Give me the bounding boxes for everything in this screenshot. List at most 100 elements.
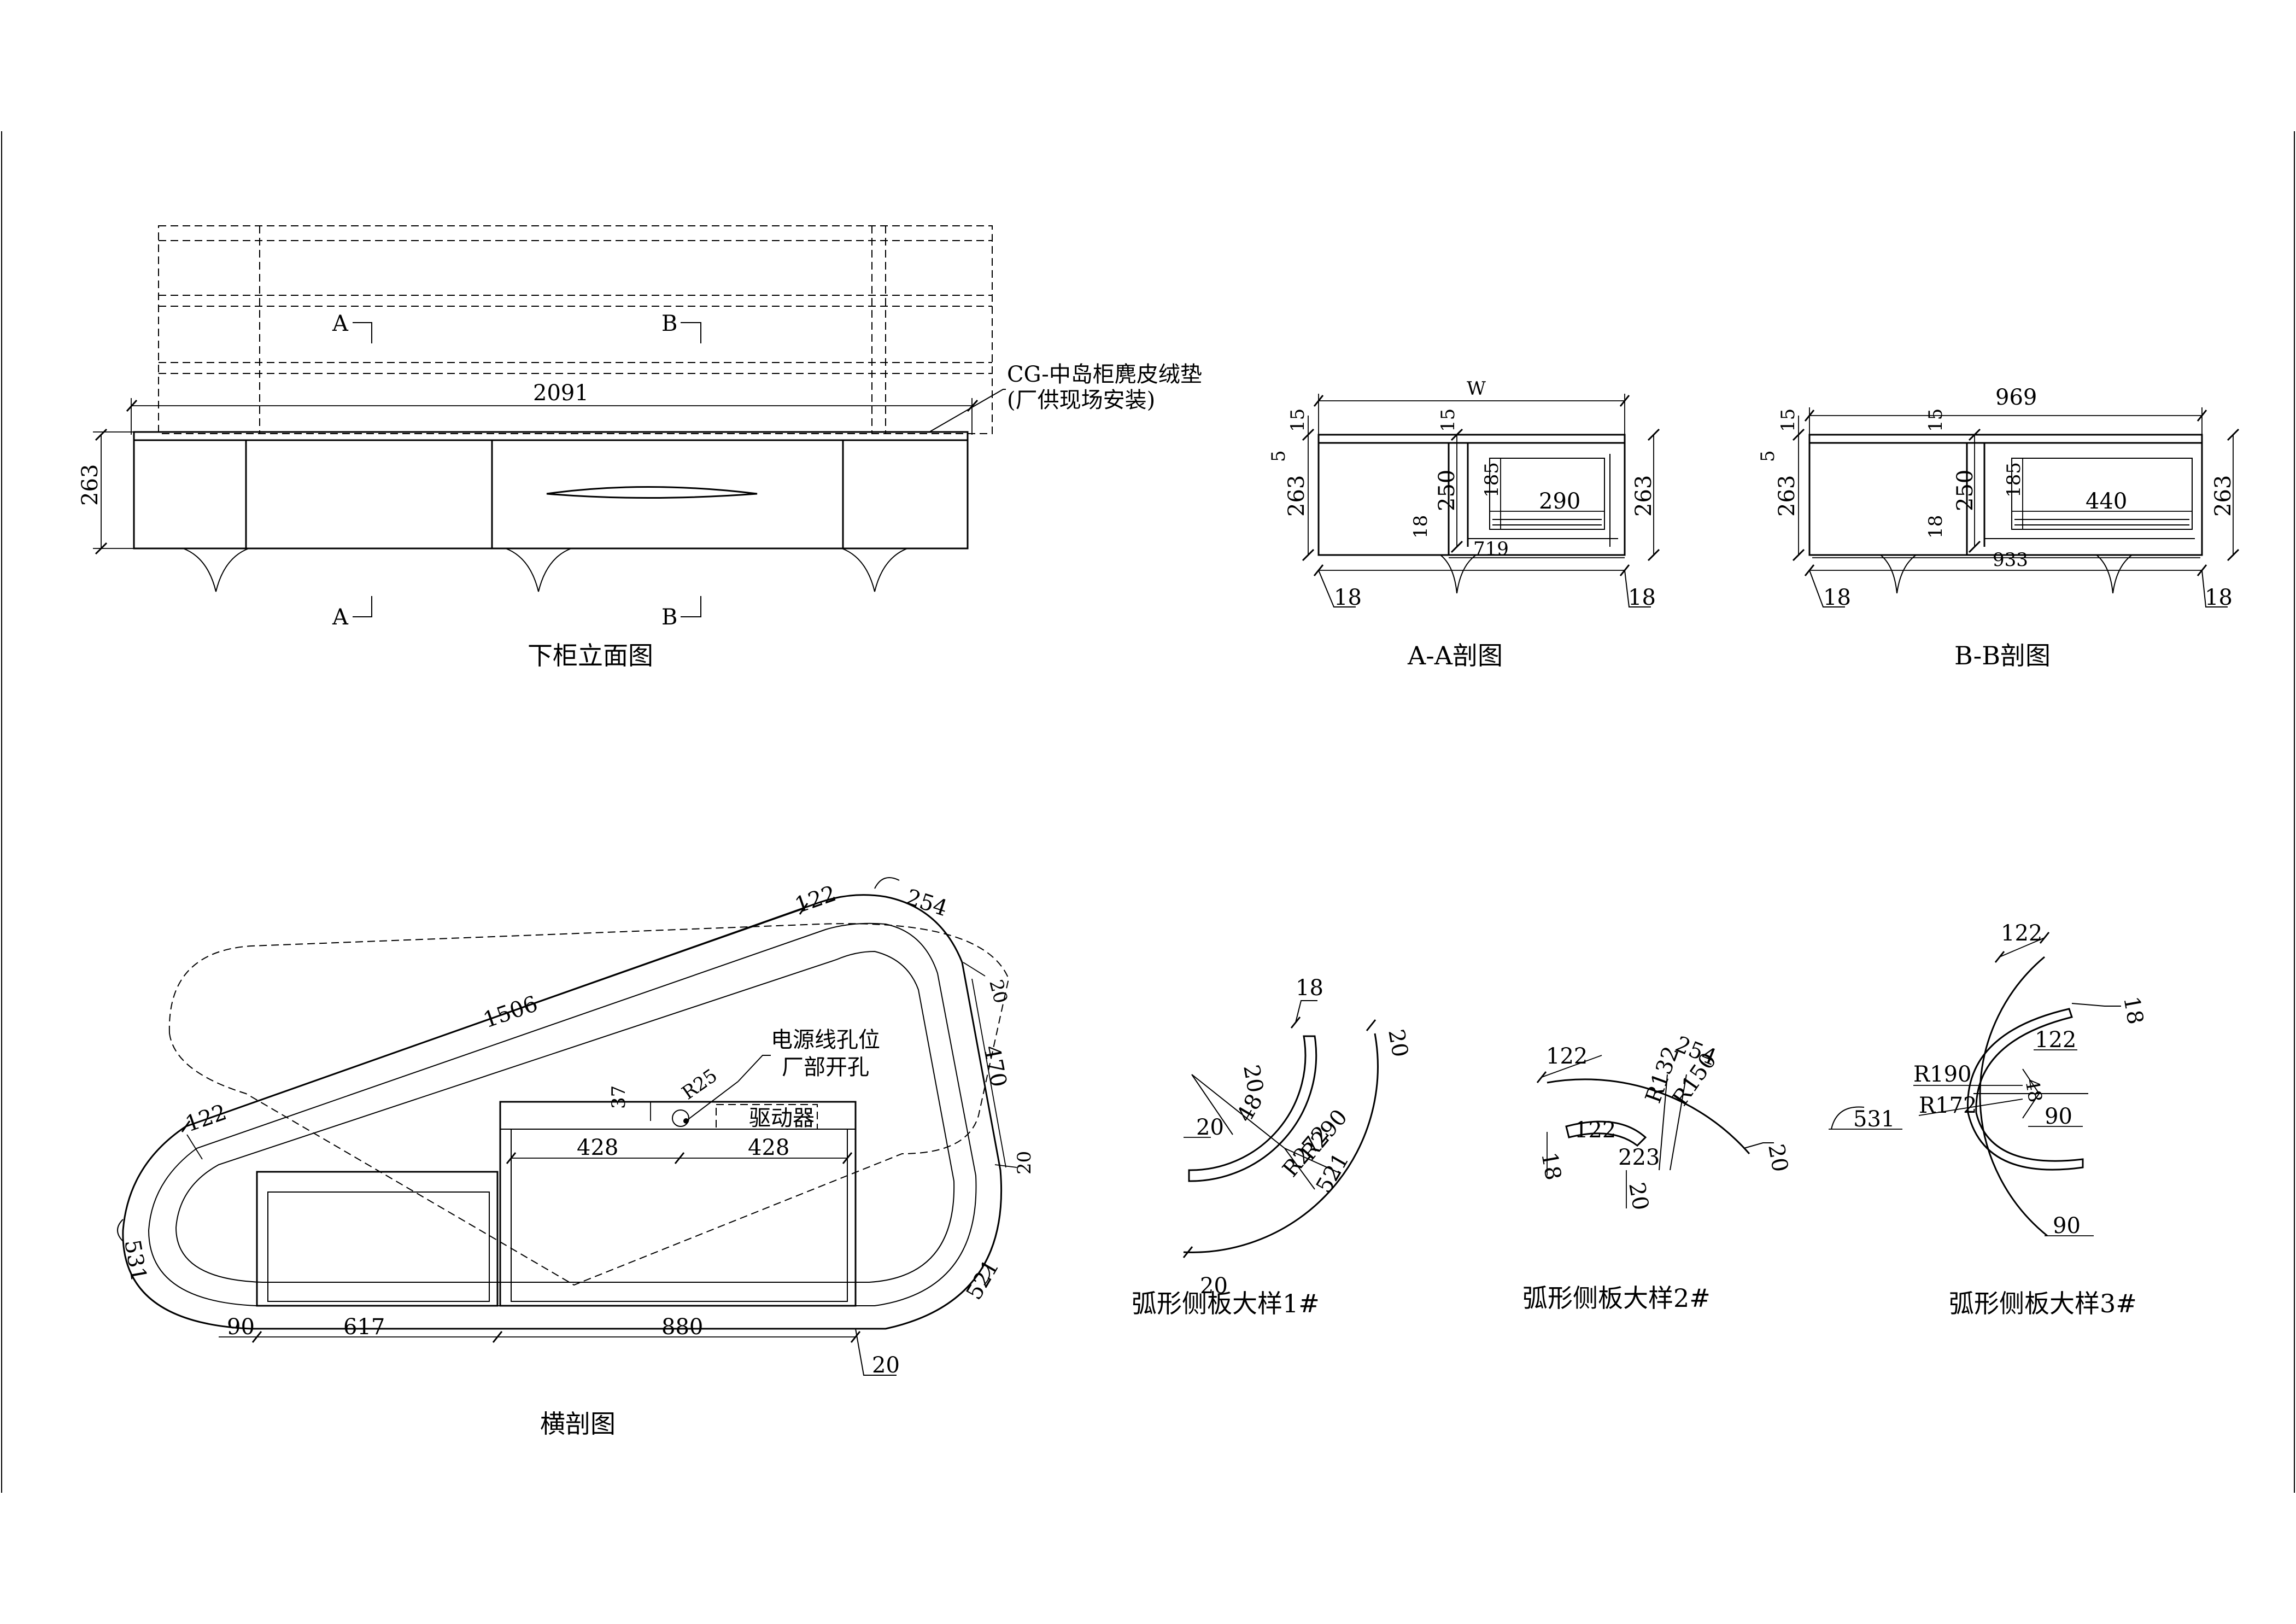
detail1-angle: 48 <box>1232 1090 1268 1126</box>
section-marker-b-bottom: B <box>661 605 677 630</box>
cabinet-body <box>133 439 969 550</box>
bb-width-dimension: 969 <box>1995 385 2037 410</box>
aa-drawer-height: 185 <box>1481 462 1503 498</box>
corner-top-radius: 254 <box>903 885 951 921</box>
bottom-right-dimension: 880 <box>661 1315 703 1340</box>
detail-1-view: 18 20 20 48 20 R290 R272 521 20 弧形侧板大样1# <box>1132 975 1413 1318</box>
detail3-r190: R190 <box>1913 1062 1971 1087</box>
left-rail-dimension: 122 <box>182 1100 230 1137</box>
bb-drawer <box>2011 458 2193 530</box>
detail2-title: 弧形侧板大样2# <box>1522 1283 1711 1313</box>
bb-inner-width: 933 <box>1993 549 2028 571</box>
hole-offset: 37 <box>608 1085 630 1109</box>
detail1-d20-top: 20 <box>1383 1027 1413 1059</box>
upper-cabinet-dashed <box>158 225 993 434</box>
bb-height-left: 263 <box>1774 475 1800 517</box>
hole-radius: R25 <box>678 1065 721 1104</box>
bb-height-right: 263 <box>2211 475 2236 517</box>
aa-side-right: 18 <box>1628 585 1656 610</box>
detail3-d18: 18 <box>2118 995 2148 1026</box>
bb-inner-bottom: 18 <box>1925 515 1947 539</box>
section-bb-view: 969 15 5 263 15 250 18 185 440 933 18 <box>1757 385 2240 670</box>
leg-middle <box>505 548 572 592</box>
detail2-panel <box>1565 1120 1647 1147</box>
bb-drawer-height: 185 <box>2003 462 2025 498</box>
detail2-d122-inner: 122 <box>1574 1118 1616 1143</box>
bottom-mid-dimension: 617 <box>343 1315 385 1340</box>
leg-right <box>841 548 908 592</box>
aa-inner-height: 250 <box>1434 470 1460 511</box>
bb-inner-top: 15 <box>1925 408 1947 432</box>
left-corner-radius: 531 <box>119 1238 151 1283</box>
plan-title: 横剖图 <box>540 1409 616 1439</box>
aa-gap-5: 5 <box>1268 450 1290 462</box>
aa-width-dimension: W <box>1467 378 1486 400</box>
power-hole <box>672 1109 689 1127</box>
bb-side-left: 18 <box>1823 585 1851 610</box>
elevation-width-dimension: 2091 <box>533 381 589 406</box>
detail3-angle: 48 <box>2020 1077 2046 1105</box>
note-material: CG-中岛柜麂皮绒垫 <box>1007 362 1202 387</box>
long-edge-dimension: 1506 <box>480 991 541 1033</box>
detail1-d20-bottom: 20 <box>1200 1274 1228 1299</box>
detail2-d122-top: 122 <box>1546 1044 1588 1069</box>
compartment-left-width: 428 <box>577 1135 618 1160</box>
detail1-title: 弧形侧板大样1# <box>1132 1289 1320 1318</box>
aa-inner-bottom: 18 <box>1410 515 1432 539</box>
driver-box <box>716 1104 818 1130</box>
countertop-dashed-outline <box>168 923 1010 1286</box>
detail3-d122-inner: 122 <box>2035 1027 2076 1053</box>
power-hole-label-2: 厂部开孔 <box>782 1055 869 1080</box>
elevation-title: 下柜立面图 <box>528 641 653 670</box>
aa-outer-frame <box>1317 434 1626 556</box>
section-marker-b-top: B <box>661 311 677 336</box>
detail2-d20-right: 20 <box>1763 1142 1793 1174</box>
bb-inner-height: 250 <box>1953 470 1978 511</box>
bottom-left-dimension: 90 <box>227 1315 255 1340</box>
note-install: (厂供现场安装) <box>1007 388 1155 413</box>
aa-drawer-width: 290 <box>1539 489 1580 514</box>
aa-drawer <box>1489 458 1605 530</box>
detail3-d90-bottom: 90 <box>2053 1213 2081 1239</box>
section-marker-a-top: A <box>332 311 349 336</box>
corner-bottom-radius: 521 <box>962 1255 1004 1304</box>
driver-label: 驱动器 <box>749 1106 815 1131</box>
detail2-d223: 223 <box>1618 1145 1660 1170</box>
aa-side-left: 18 <box>1334 585 1362 610</box>
detail2-outer-arc <box>1547 1078 1750 1154</box>
bb-gap-5: 5 <box>1757 450 1779 462</box>
right-offset-bottom: 20 <box>1014 1151 1035 1175</box>
detail2-d18: 18 <box>1536 1150 1566 1182</box>
elevation-view: A B A B 2091 263 CG-中岛柜麂皮绒垫 <box>78 225 1202 670</box>
power-hole-label: 电源线孔位 <box>771 1027 880 1053</box>
bb-top-15: 15 <box>1777 408 1799 432</box>
detail1-d20-left: 20 <box>1196 1115 1224 1140</box>
section-aa-view: W 15 5 263 15 250 18 185 290 719 18 <box>1268 378 1660 670</box>
aa-height-left: 263 <box>1284 475 1309 517</box>
leg-left <box>183 548 249 592</box>
bb-outer-frame <box>1808 434 2203 556</box>
detail1-d20-inner: 20 <box>1238 1063 1268 1095</box>
detail3-d90-inner: 90 <box>2045 1104 2072 1129</box>
detail1-d18: 18 <box>1296 975 1323 1001</box>
aa-top-15: 15 <box>1287 408 1309 432</box>
elevation-height-dimension: 263 <box>78 464 103 506</box>
compartment-right-width: 428 <box>748 1135 789 1160</box>
detail3-d122-top: 122 <box>2001 921 2042 946</box>
detail1-panel <box>1188 1035 1317 1182</box>
detail3-d531: 531 <box>1853 1107 1895 1132</box>
bottom-offset-dimension: 20 <box>872 1353 900 1378</box>
drawer-handle <box>546 486 758 499</box>
detail3-title: 弧形侧板大样3# <box>1949 1289 2137 1318</box>
aa-inner-width: 719 <box>1473 538 1509 560</box>
detail1-outer-arc <box>1183 1033 1379 1253</box>
top-rail-dimension: 122 <box>792 881 839 918</box>
detail-2-view: 122 254 R132 R150 122 223 18 20 20 弧形侧板大… <box>1522 1032 1793 1313</box>
detail3-panel <box>1967 1008 2084 1171</box>
section-bb-title: B-B剖图 <box>1954 641 2051 670</box>
outer-panel-outline <box>122 894 1003 1330</box>
cabinet-right-box <box>499 1101 857 1307</box>
detail3-outer-arc <box>1979 956 2048 1237</box>
detail2-d20-bottom: 20 <box>1624 1181 1653 1212</box>
